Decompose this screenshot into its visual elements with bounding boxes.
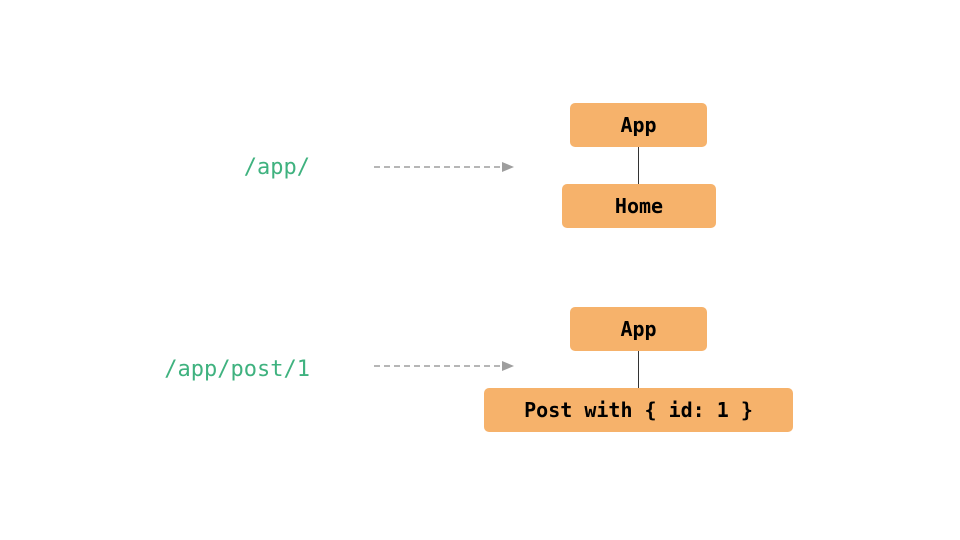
app-node-1: App (570, 103, 707, 147)
app-node-2: App (570, 307, 707, 351)
connector-line-1 (638, 147, 639, 184)
route-label-post: /app/post/1 (164, 357, 310, 382)
dashed-arrow-1 (374, 162, 514, 172)
dashed-arrow-2 (374, 361, 514, 371)
post-node: Post with { id: 1 } (484, 388, 793, 432)
route-label-app: /app/ (243, 155, 310, 180)
connector-line-2 (638, 351, 639, 388)
home-node: Home (562, 184, 716, 228)
